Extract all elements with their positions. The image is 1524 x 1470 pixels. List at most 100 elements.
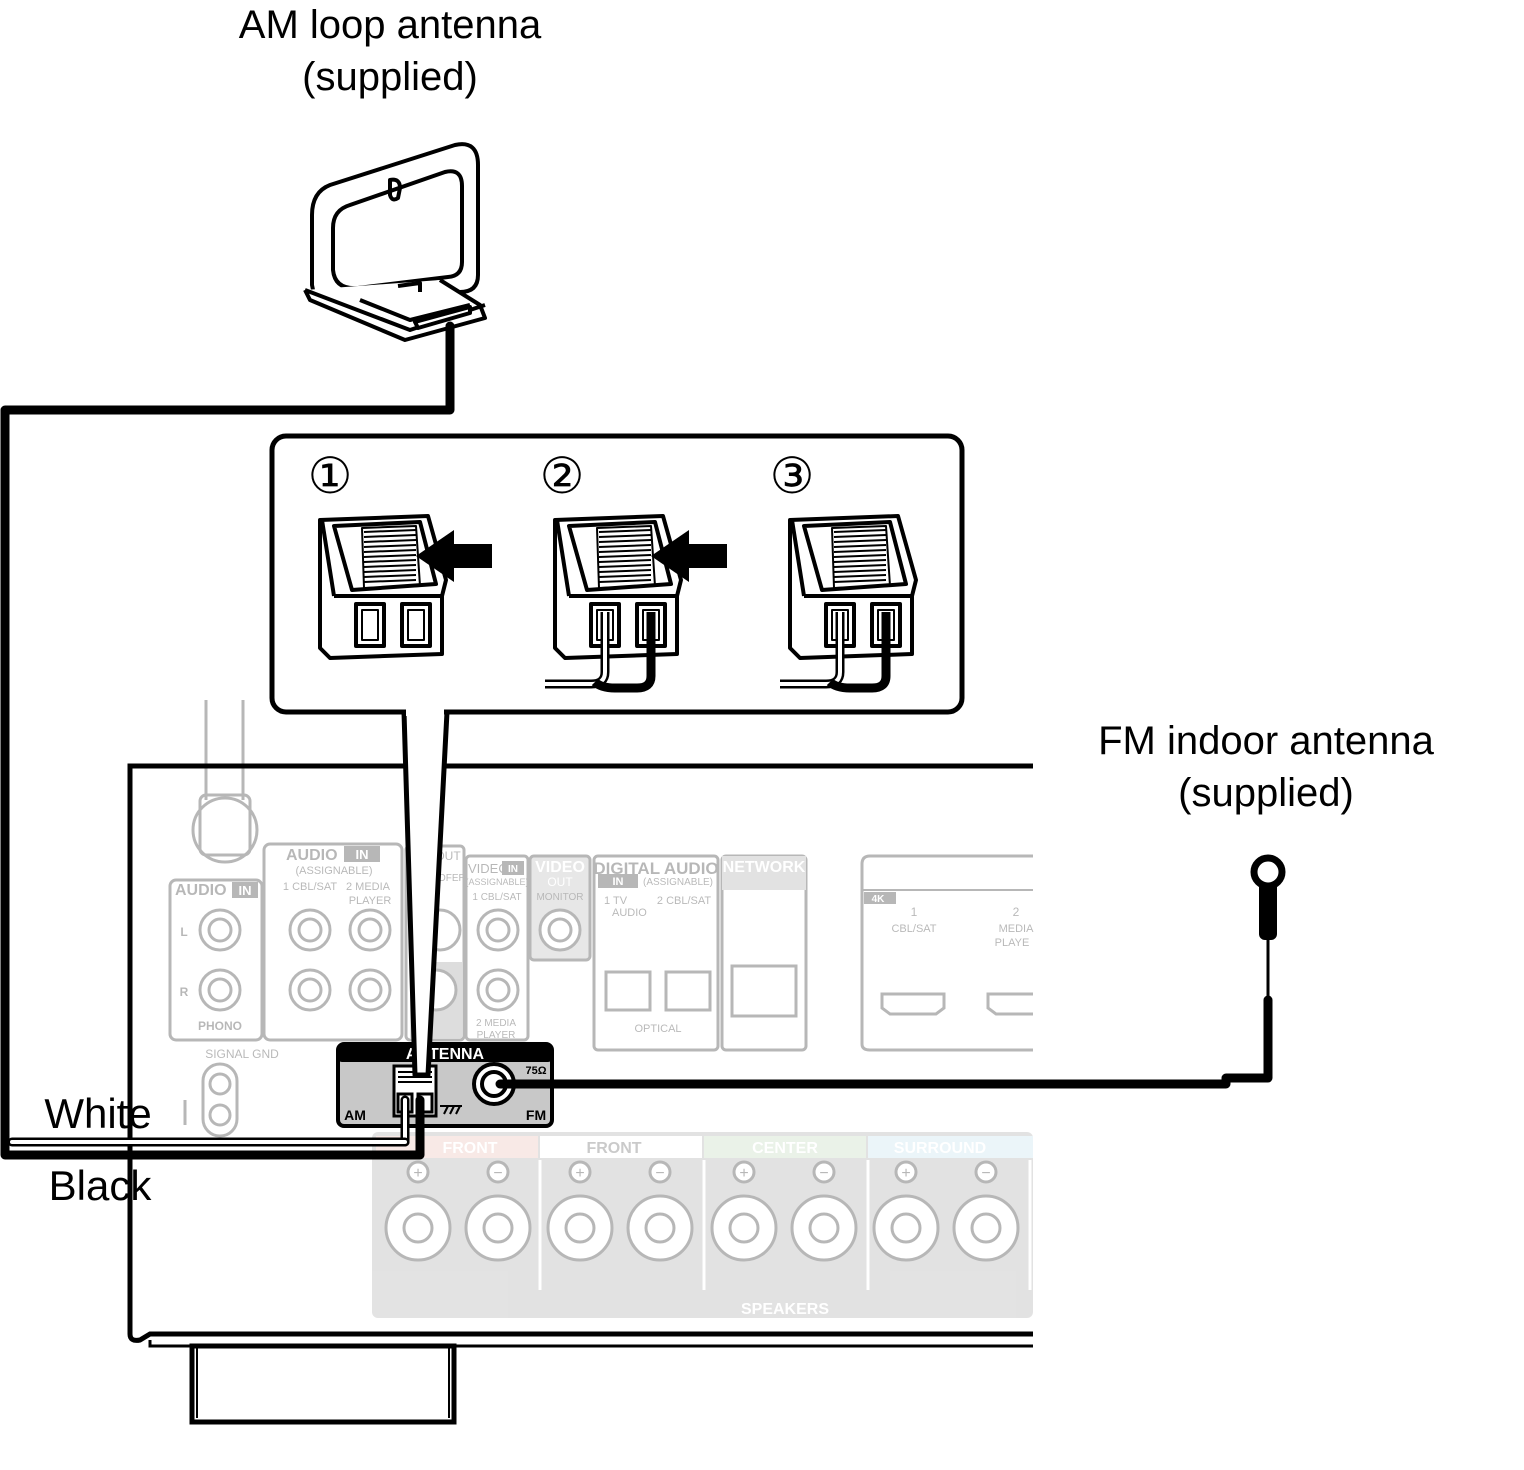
- fm-antenna-title-line2: (supplied): [1178, 771, 1354, 815]
- minus-icon: [648, 1160, 672, 1184]
- step-1-terminal-illustration: [318, 514, 492, 660]
- speaker-binding-post-inner: [728, 1212, 760, 1244]
- speaker-front-l-label: FRONT: [586, 1140, 641, 1157]
- hdmi-player-label: PLAYE: [995, 937, 1030, 949]
- video-out-label: VIDEO: [535, 859, 585, 876]
- plus-icon: [568, 1160, 592, 1184]
- speaker-surround-r-label: SURROUND: [894, 1140, 986, 1157]
- digital-assignable-note: (ASSIGNABLE): [643, 877, 713, 888]
- ground-icon: [440, 1105, 462, 1115]
- video-assignable-note: (ASSIGNABLE): [465, 877, 528, 887]
- speaker-binding-post: [464, 1194, 532, 1262]
- speaker-binding-post: [952, 1194, 1020, 1262]
- speaker-binding-post-inner: [482, 1212, 514, 1244]
- fm-antenna-title-line1: FM indoor antenna: [1098, 719, 1435, 763]
- am-loop-antenna: [303, 142, 487, 342]
- speaker-binding-post: [384, 1194, 452, 1262]
- speaker-polarity-label: −: [981, 1165, 990, 1182]
- installation-steps-callout: ① ② ③: [269, 433, 965, 1078]
- minus-icon: [812, 1160, 836, 1184]
- video-in-badge: IN: [508, 864, 518, 875]
- plus-icon: [732, 1160, 756, 1184]
- am-label: AM: [344, 1107, 366, 1123]
- speaker-center-label: CENTER: [752, 1140, 818, 1157]
- digital-tv-label: 1 TV: [604, 895, 628, 907]
- speakers-label: SPEAKERS: [741, 1301, 829, 1318]
- am-antenna-title-line1: AM loop antenna: [239, 3, 542, 47]
- speaker-binding-post-inner: [402, 1212, 434, 1244]
- minus-icon: [486, 1160, 510, 1184]
- fm-antenna-plug: [1259, 880, 1277, 940]
- plus-icon: [406, 1160, 430, 1184]
- speaker-binding-post-inner: [890, 1212, 922, 1244]
- video-in-label: VIDEO: [468, 861, 508, 876]
- digital-audio-sub-label: AUDIO: [612, 907, 647, 919]
- step-1-number: ①: [308, 448, 353, 504]
- speaker-polarity-label: +: [575, 1165, 584, 1182]
- speaker-binding-post: [546, 1194, 614, 1262]
- digital-cbl-sat-label: 2 CBL/SAT: [657, 895, 711, 907]
- digital-audio-label: DIGITAL AUDIO: [593, 859, 718, 878]
- step-2-number: ②: [540, 448, 585, 504]
- speaker-polarity-label: +: [901, 1165, 910, 1182]
- audio-assignable-note: (ASSIGNABLE): [295, 865, 372, 877]
- rear-panel-connectors: AUDIO IN (ASSIGNABLE) 1 CBL/SAT 2 MEDIA …: [168, 700, 1035, 1318]
- video-out-badge: OUT: [547, 875, 573, 889]
- speaker-binding-post-inner: [644, 1212, 676, 1244]
- speaker-binding-post: [710, 1194, 778, 1262]
- phono-label: PHONO: [198, 1019, 242, 1033]
- hdmi-2-label: 2: [1013, 905, 1020, 919]
- phono-r-label: R: [180, 985, 189, 999]
- audio-in-assignable-label: AUDIO: [286, 847, 338, 864]
- digital-in-badge: IN: [613, 876, 624, 888]
- fm-label: FM: [526, 1107, 546, 1123]
- network-label: NETWORK: [723, 859, 806, 876]
- video-media-label: 2 MEDIA: [476, 1018, 516, 1029]
- speaker-polarity-label: −: [819, 1165, 828, 1182]
- speaker-polarity-label: −: [655, 1165, 664, 1182]
- speaker-binding-post: [626, 1194, 694, 1262]
- audio-media-label: 2 MEDIA: [346, 881, 391, 893]
- speaker-polarity-label: +: [739, 1165, 748, 1182]
- signal-gnd-label: SIGNAL GND: [205, 1047, 279, 1061]
- audio-player-label: PLAYER: [349, 895, 392, 907]
- monitor-label: MONITOR: [536, 892, 583, 903]
- speaker-binding-post-inner: [564, 1212, 596, 1244]
- plus-icon: [894, 1160, 918, 1184]
- am-antenna-title-line2: (supplied): [302, 55, 478, 99]
- audio-in-badge: IN: [356, 847, 369, 862]
- hdmi-cbl-sat-label: CBL/SAT: [891, 923, 936, 935]
- hdmi-media-label: MEDIA: [999, 923, 1035, 935]
- fm-antenna-ring: [1250, 854, 1286, 890]
- speaker-polarity-label: −: [493, 1165, 502, 1182]
- optical-label: OPTICAL: [634, 1023, 681, 1035]
- wire-white-label: White: [44, 1090, 151, 1137]
- step-3-terminal-illustration: [780, 514, 918, 693]
- receiver-foot: [189, 1343, 457, 1425]
- ohm-label: 75Ω: [525, 1065, 546, 1077]
- subwoofer-label: OOFER: [430, 873, 466, 884]
- video-player-label: PLAYER: [477, 1030, 516, 1041]
- step-2-terminal-illustration: [545, 514, 727, 693]
- hdmi-4k-label: 4K: [872, 894, 886, 905]
- fm-antenna-cable: [495, 854, 1286, 1089]
- video-cbl-sat-label: 1 CBL/SAT: [472, 892, 521, 903]
- speaker-binding-post-inner: [808, 1212, 840, 1244]
- wire-black-label: Black: [49, 1162, 153, 1209]
- phono-in-badge: IN: [239, 883, 252, 898]
- audio-cbl-sat-label: 1 CBL/SAT: [283, 881, 337, 893]
- speaker-polarity-label: +: [413, 1165, 422, 1182]
- wireless-antenna: [191, 700, 259, 864]
- hdmi-1-label: 1: [911, 905, 918, 919]
- speaker-binding-post-inner: [970, 1212, 1002, 1244]
- audio-in-phono-label: AUDIO: [175, 882, 227, 899]
- step-3-number: ③: [770, 448, 815, 504]
- speaker-front-r-label: FRONT: [442, 1140, 497, 1157]
- receiver-body: [127, 763, 1033, 1425]
- phono-l-label: L: [180, 925, 187, 939]
- speaker-binding-post: [872, 1194, 940, 1262]
- am-antenna-cable: [0, 321, 455, 1160]
- speaker-binding-post: [790, 1194, 858, 1262]
- minus-icon: [974, 1160, 998, 1184]
